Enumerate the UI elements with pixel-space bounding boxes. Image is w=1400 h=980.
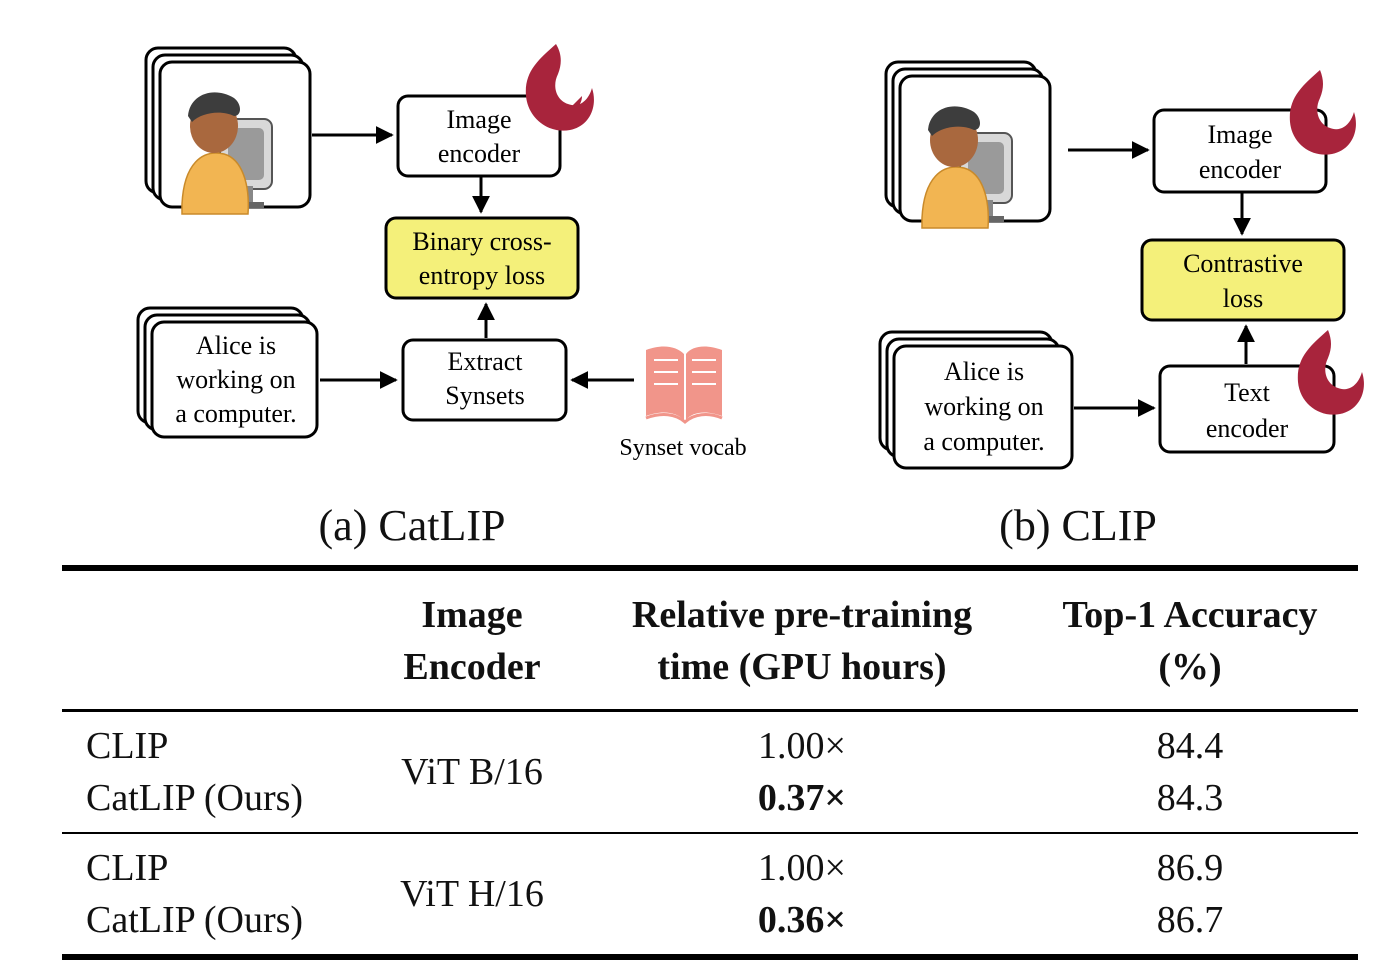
caption-catlip: (a) CatLIP [318,501,506,550]
results-table: Image Encoder Relative pre-training time… [62,565,1358,960]
clip-text-encoder-label-1: Text [1224,378,1271,407]
method-cell: CLIP CatLIP (Ours) [62,833,362,957]
header-time-line-1: Relative pre-training [631,594,973,636]
clip-text-line-2: working on [924,392,1043,421]
header-method [62,568,362,711]
clip-image-stack [884,60,1052,229]
clip-image-encoder-label-1: Image [1208,120,1273,149]
caption-clip: (b) CLIP [999,501,1157,550]
catlip-loss-label-1: Binary cross- [412,227,551,256]
extract-synsets-box [401,338,568,422]
header-encoder-line-1: Image [421,594,523,636]
clip-image-encoder-label-2: encoder [1199,155,1282,184]
clip-text-line-1: Alice is [944,357,1024,386]
clip-loss-label-1: Contrastive [1183,249,1303,278]
header-time-line-2: time (GPU hours) [657,646,947,688]
time-cell: 1.00× 0.36× [582,833,1022,957]
catlip-image-encoder-label-1: Image [447,105,512,134]
diagram-svg: Image encoder Binary cross- entropy loss… [136,44,1364,470]
accuracy-value: 84.4 [1156,725,1224,767]
flame-icon [525,44,594,131]
clip-text-stack: Alice is working on a computer. [878,330,1074,470]
flame-icon [1297,330,1364,415]
extract-label-2: Synsets [445,381,524,410]
time-cell: 1.00× 0.37× [582,711,1022,834]
accuracy-cell: 84.4 84.3 [1022,711,1358,834]
method-cell: CLIP CatLIP (Ours) [62,711,362,834]
accuracy-value: 86.7 [1156,899,1224,941]
clip-loss-label-2: loss [1223,284,1263,313]
table-row: CLIP CatLIP (Ours) ViT H/16 1.00× 0.36× … [62,833,1358,957]
synset-vocab-label: Synset vocab [619,435,746,461]
accuracy-cell: 86.9 86.7 [1022,833,1358,957]
flame-icon [1289,70,1356,155]
method-name: CatLIP (Ours) [86,777,304,819]
catlip-text-stack: Alice is working on a computer. [136,306,319,439]
clip-diagram: Image encoder Contrastive loss Alice is … [878,60,1364,470]
results-table-wrap: Image Encoder Relative pre-training time… [62,565,1358,960]
header-pretraining-time: Relative pre-training time (GPU hours) [582,568,1022,711]
header-image-encoder: Image Encoder [362,568,582,711]
method-name: CLIP [86,847,169,889]
method-name: CLIP [86,725,169,767]
encoder-cell: ViT B/16 [401,751,543,793]
header-acc-line-2: (%) [1158,646,1222,688]
time-value: 1.00× [758,847,846,889]
method-name: CatLIP (Ours) [86,899,304,941]
catlip-text-line-2: working on [176,365,295,394]
clip-text-line-3: a computer. [923,427,1044,456]
catlip-image-encoder-label-2: encoder [438,139,521,168]
accuracy-value: 84.3 [1156,777,1224,819]
book-icon [645,346,723,425]
time-value: 0.36× [757,899,847,941]
encoder-cell: ViT H/16 [400,873,544,915]
catlip-loss-label-2: entropy loss [419,261,545,290]
accuracy-value: 86.9 [1156,847,1224,889]
clip-text-encoder-label-2: encoder [1206,414,1289,443]
catlip-loss-box [384,216,580,300]
header-top1-accuracy: Top-1 Accuracy (%) [1022,568,1358,711]
catlip-image-stack [144,46,312,215]
time-value: 0.37× [757,777,847,819]
header-encoder-line-2: Encoder [403,646,541,688]
catlip-diagram: Image encoder Binary cross- entropy loss… [136,44,747,461]
catlip-text-line-3: a computer. [175,399,296,428]
header-acc-line-1: Top-1 Accuracy [1062,594,1318,636]
table-row: CLIP CatLIP (Ours) ViT B/16 1.00× 0.37× … [62,710,1358,834]
time-value: 1.00× [758,725,846,767]
clip-loss-box [1140,238,1346,322]
figure: Image encoder Binary cross- entropy loss… [136,44,1364,550]
extract-label-1: Extract [447,347,523,376]
catlip-text-line-1: Alice is [196,331,276,360]
catlip-image-encoder-box [396,94,562,178]
